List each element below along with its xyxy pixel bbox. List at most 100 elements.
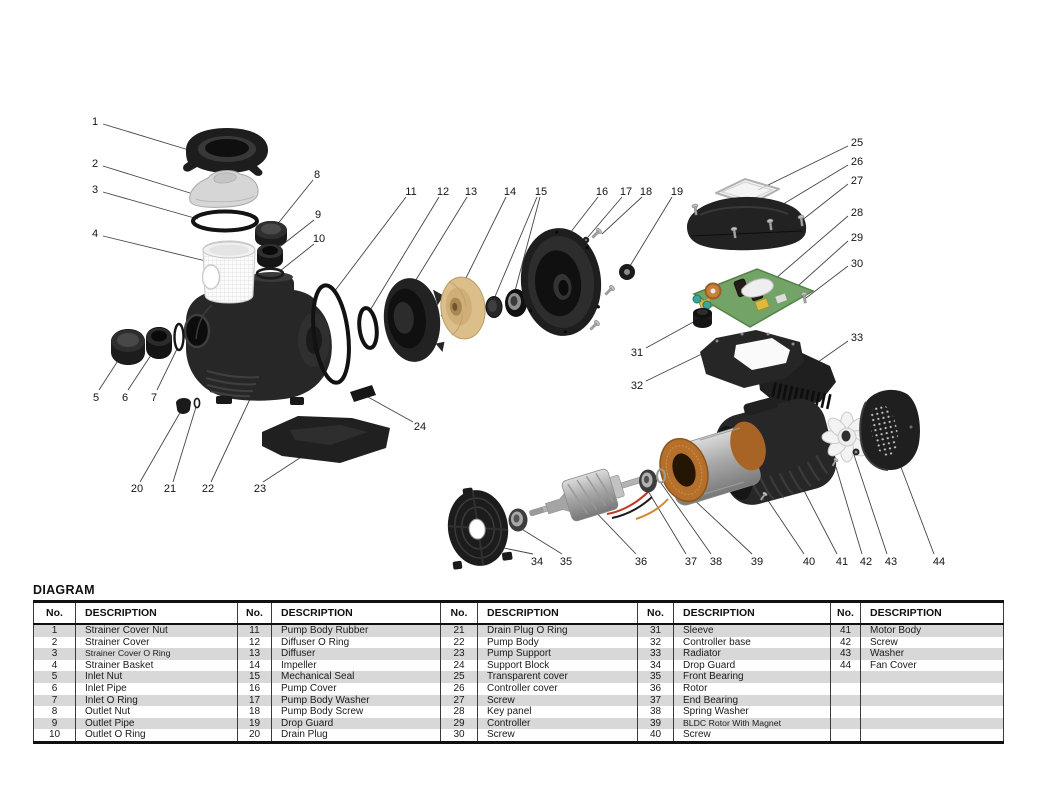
callout-label-31: 31 (631, 347, 643, 359)
part-inlet-o-ring (173, 322, 185, 352)
callout-label-18: 18 (640, 186, 652, 198)
callout-label-26: 26 (851, 156, 863, 168)
part-desc-cell: Pump Body Rubber (271, 624, 441, 637)
leader-lines (98, 123, 935, 555)
part-desc-cell: Outlet O Ring (75, 729, 238, 743)
part-drain-plug (176, 398, 191, 414)
callout-label-13: 13 (465, 186, 477, 198)
part-no-cell: 7 (51, 694, 58, 706)
part-pump-support (262, 416, 390, 463)
callout-label-32: 32 (631, 380, 643, 392)
part-desc-cell: Strainer Cover (75, 636, 238, 649)
part-no-cell: 43 (830, 648, 861, 660)
callout-label-25: 25 (851, 137, 863, 149)
part-no-cell: 41 (830, 624, 861, 637)
part-desc-cell: Screw (477, 694, 638, 707)
part-desc-cell: Radiator (673, 648, 831, 660)
part-desc-cell: Strainer Cover Nut (75, 624, 238, 637)
callout-label-16: 16 (596, 186, 608, 198)
callout-label-19: 19 (671, 186, 683, 198)
section-title: DIAGRAM (33, 583, 95, 597)
part-desc-cell: Spring Washer (673, 706, 831, 718)
part-diffuser-o-ring (357, 306, 379, 350)
callout-label-11: 11 (405, 186, 416, 198)
part-desc-cell: Pump Support (477, 648, 638, 660)
part-pump-body-washer (582, 236, 590, 244)
part-desc-cell: Inlet O Ring (75, 694, 238, 707)
callout-label-33: 33 (851, 332, 863, 344)
callout-label-1: 1 (92, 116, 98, 128)
part-no-cell: 8 (51, 706, 58, 718)
callout-label-10: 10 (313, 233, 325, 245)
callout-label-12: 12 (437, 186, 449, 198)
part-desc-cell: Washer (860, 648, 1004, 660)
col-header-description: DESCRIPTION (673, 601, 831, 625)
part-bldc-rotor-with-magnet (659, 421, 766, 506)
callout-label-21: 21 (164, 483, 176, 495)
part-desc-cell: Pump Body (477, 636, 638, 649)
callout-label-36: 36 (635, 556, 647, 568)
part-desc-cell: Impeller (271, 659, 441, 672)
part-desc-cell: End Bearing (673, 694, 831, 707)
callout-label-24: 24 (414, 421, 426, 433)
col-header-description: DESCRIPTION (271, 601, 441, 625)
part-desc-cell: Outlet Nut (75, 706, 238, 718)
part-impeller (440, 276, 486, 340)
part-no-cell: 40 (637, 729, 674, 743)
part-no-cell: 11 (237, 624, 272, 637)
callout-label-30: 30 (851, 258, 863, 270)
part-desc-cell: Drain Plug (271, 729, 441, 743)
part-desc-cell: Fan Cover (860, 659, 1004, 672)
part-desc-cell: Controller cover (477, 682, 638, 695)
part-desc-cell: Drop Guard (673, 659, 831, 672)
callout-label-43: 43 (885, 556, 897, 568)
part-desc-cell (860, 729, 1004, 743)
part-no-cell (830, 682, 861, 695)
callout-label-3: 3 (92, 184, 98, 196)
part-desc-cell: Strainer Basket (75, 659, 238, 672)
part-no-cell: 12 (237, 636, 272, 649)
part-no-cell: 22 (440, 636, 478, 649)
part-desc-cell: Pump Cover (271, 682, 441, 695)
part-mechanical-seal (485, 289, 527, 318)
part-drain-plug-o-ring (193, 397, 201, 409)
part-desc-cell: BLDC Rotor With Magnet (673, 717, 831, 730)
part-desc-cell: Support Block (477, 659, 638, 672)
part-desc-cell (860, 682, 1004, 695)
callout-label-20: 20 (131, 483, 143, 495)
part-desc-cell (860, 671, 1004, 683)
callout-label-39: 39 (751, 556, 763, 568)
callout-label-9: 9 (315, 209, 321, 221)
part-key-panel (741, 278, 774, 298)
callout-label-27: 27 (851, 175, 863, 187)
callout-label-37: 37 (685, 556, 697, 568)
part-desc-cell: Transparent cover (477, 671, 638, 683)
callout-label-8: 8 (314, 169, 320, 181)
part-no-cell: 15 (237, 671, 272, 683)
part-outlet-nut (255, 221, 287, 247)
part-no-cell: 21 (440, 624, 478, 637)
part-outlet-pipe (257, 244, 283, 268)
part-desc-cell: Inlet Nut (75, 671, 238, 683)
part-desc-cell: Strainer Cover O Ring (75, 648, 238, 660)
part-drop-guard-washer (619, 264, 635, 280)
part-desc-cell (860, 694, 1004, 707)
part-no-cell: 18 (237, 706, 272, 718)
part-no-cell: 5 (51, 671, 58, 683)
part-spring-washer (656, 468, 666, 484)
part-no-cell: 39 (637, 717, 674, 730)
part-no-cell: 32 (637, 636, 674, 649)
part-desc-cell: Screw (860, 636, 1004, 649)
part-controller-cover (687, 196, 807, 251)
part-end-bearing (639, 469, 657, 493)
part-no-cell: 34 (637, 659, 674, 672)
callout-label-2: 2 (92, 158, 98, 170)
part-no-cell: 27 (440, 694, 478, 707)
